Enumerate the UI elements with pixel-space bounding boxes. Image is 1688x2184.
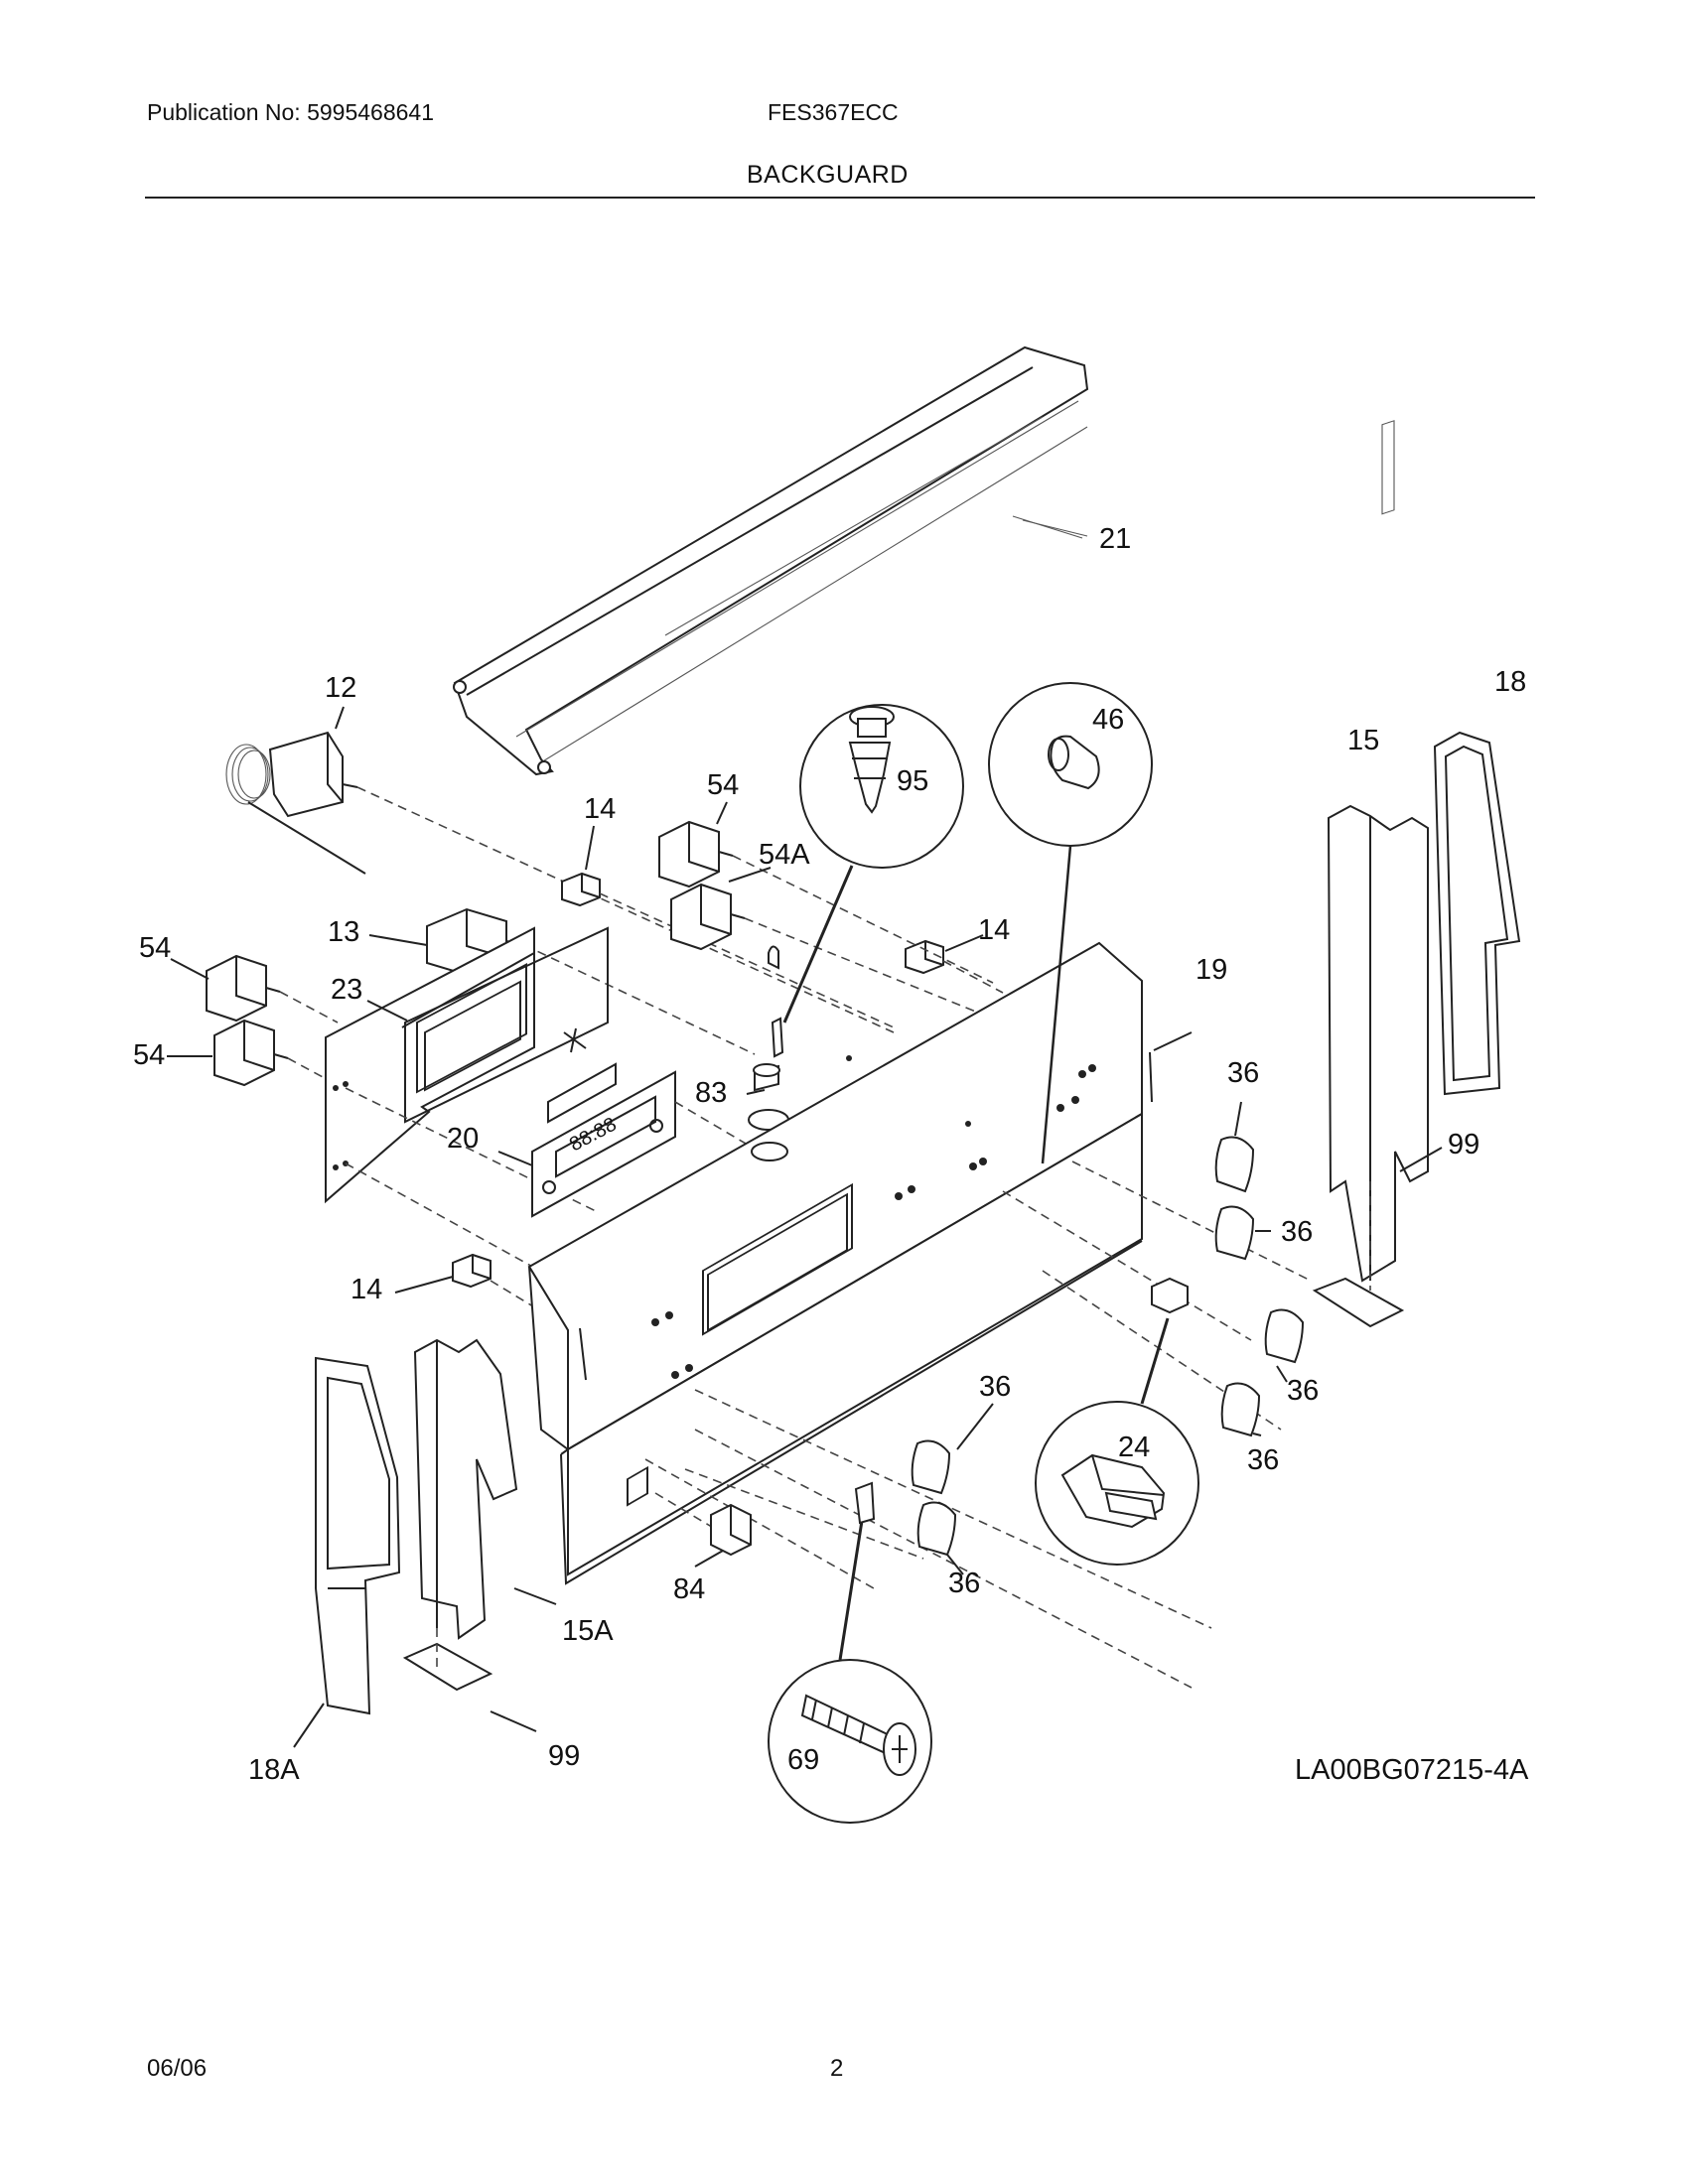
callout-54A: 54A	[759, 839, 810, 871]
publication-date: 06/06	[147, 2055, 208, 2082]
callout-12: 12	[325, 672, 356, 704]
callout-20: 20	[447, 1123, 479, 1155]
inset-24-rocker-switch	[1035, 1401, 1199, 1566]
publication-number: Publication No: 5995468641	[147, 99, 435, 125]
part-84-receptacle	[710, 1503, 752, 1557]
callout-14-right: 14	[978, 914, 1010, 946]
part-83-bushing	[748, 945, 789, 1131]
callout-69: 69	[787, 1744, 819, 1776]
callout-24: 24	[1118, 1432, 1150, 1463]
model-number: FES367ECC	[768, 99, 899, 125]
callout-36-c: 36	[979, 1371, 1011, 1403]
callout-54-top: 54	[707, 769, 739, 801]
callout-15A: 15A	[562, 1615, 614, 1647]
callout-14-lower: 14	[351, 1274, 382, 1305]
part-20-electronic-control: 88:88	[531, 1062, 676, 1218]
callout-84: 84	[673, 1573, 705, 1605]
header-rule	[145, 197, 1535, 199]
part-14-switch-lower	[452, 1253, 492, 1289]
callout-19: 19	[1196, 954, 1227, 986]
callout-36-a: 36	[1227, 1057, 1259, 1089]
part-54-switch-left-b	[213, 1019, 289, 1087]
part-15A-end-bracket	[413, 1338, 518, 1640]
callout-36-e: 36	[1247, 1444, 1279, 1476]
part-24-switch-small	[1151, 1277, 1189, 1314]
drawing-id: LA00BG07215-4A	[1295, 1754, 1529, 1786]
callout-99-right: 99	[1448, 1129, 1479, 1160]
part-19-control-panel	[527, 941, 1153, 1585]
inset-95-plug-button	[799, 704, 964, 869]
part-23-bracket	[325, 926, 587, 1204]
part-54-switch-top	[658, 820, 734, 888]
inset-69-screw	[768, 1659, 932, 1824]
part-14-switch-top	[561, 872, 601, 907]
callout-83: 83	[695, 1077, 727, 1109]
callout-15: 15	[1347, 725, 1379, 756]
section-title: BACKGUARD	[747, 161, 909, 189]
leader-lines	[167, 515, 1443, 1748]
part-15-end-bracket	[1327, 420, 1429, 1283]
part-14-switch-right	[905, 939, 944, 975]
callout-23: 23	[331, 974, 362, 1006]
callout-54-left-bottom: 54	[133, 1039, 165, 1071]
part-54A-switch	[670, 883, 746, 951]
callout-36-d: 36	[1287, 1375, 1319, 1407]
part-12-thermostat	[225, 731, 366, 875]
callout-18A: 18A	[248, 1754, 300, 1786]
callout-36-f: 36	[948, 1568, 980, 1599]
callout-36-b: 36	[1281, 1216, 1313, 1248]
callout-13: 13	[328, 916, 359, 948]
callout-14-top: 14	[584, 793, 616, 825]
callout-46: 46	[1092, 704, 1124, 736]
callout-21: 21	[1099, 523, 1131, 555]
part-54-switch-left-a	[206, 954, 281, 1023]
callout-99-left: 99	[548, 1740, 580, 1772]
callout-54-left-top: 54	[139, 932, 171, 964]
page-number: 2	[830, 2055, 844, 2082]
part-21-top-trim	[453, 345, 1089, 776]
part-36-knobs	[911, 1136, 1305, 1557]
callout-95: 95	[897, 765, 928, 797]
callout-18: 18	[1494, 666, 1526, 698]
inset-46-knob-insert	[988, 682, 1153, 847]
